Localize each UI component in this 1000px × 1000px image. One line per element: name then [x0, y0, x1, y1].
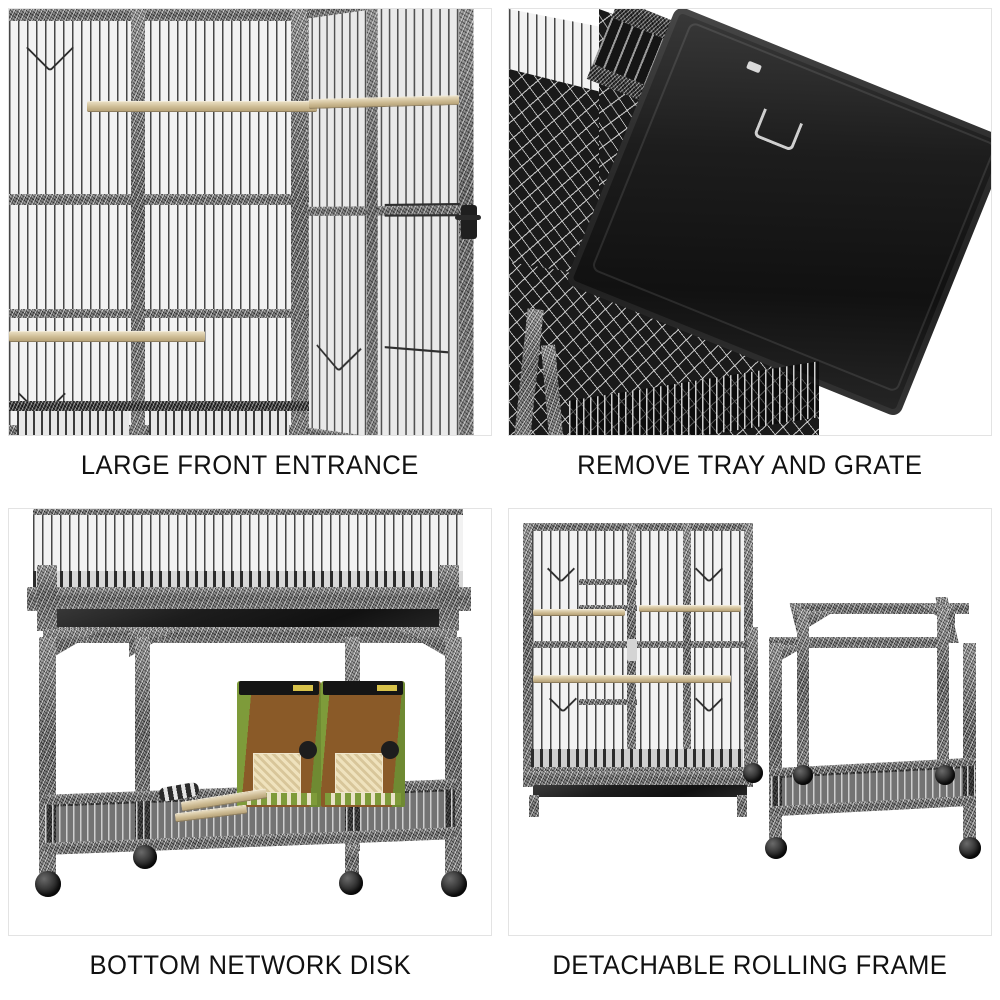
caption-bottom-network-disk: BOTTOM NETWORK DISK [89, 950, 411, 980]
photo-detachable-rolling-frame [508, 508, 992, 936]
panel-bottom-network-disk: BOTTOM NETWORK DISK [0, 500, 500, 1000]
photo-bottom-network-disk [8, 508, 492, 936]
panel-large-front-entrance: LARGE FRONT ENTRANCE [0, 0, 500, 500]
photo-large-front-entrance [8, 8, 492, 436]
caption-remove-tray-and-grate: REMOVE TRAY AND GRATE [577, 450, 923, 480]
photo-remove-tray-and-grate [508, 8, 992, 436]
caption-detachable-rolling-frame: DETACHABLE ROLLING FRAME [552, 950, 948, 980]
caption-large-front-entrance: LARGE FRONT ENTRANCE [81, 450, 419, 480]
panel-remove-tray-and-grate: REMOVE TRAY AND GRATE [500, 0, 1000, 500]
panel-detachable-rolling-frame: DETACHABLE ROLLING FRAME [500, 500, 1000, 1000]
